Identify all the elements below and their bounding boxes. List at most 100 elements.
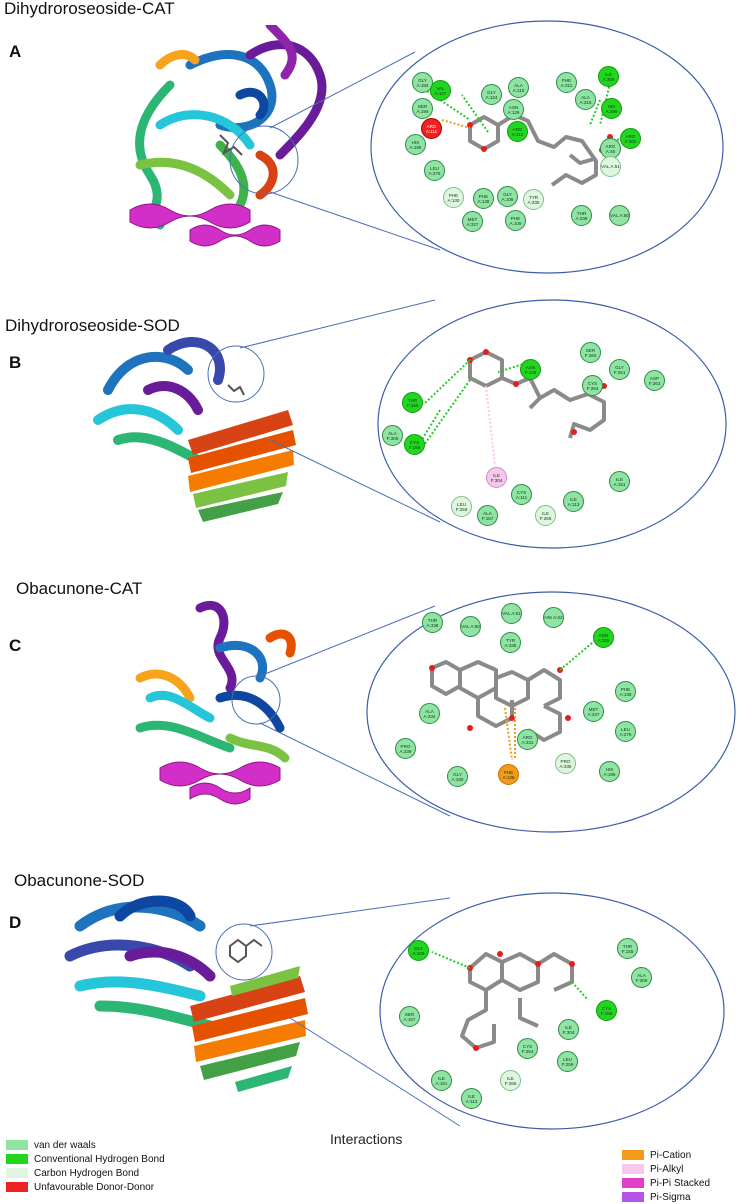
zoom-connector-c (231, 591, 736, 833)
panel-title: Obacunone-SOD (14, 871, 145, 890)
residue-node: VAL A:51 (600, 156, 621, 177)
residue-label: CYS F:264 (521, 1043, 534, 1054)
residue-label: MET A:327 (466, 216, 479, 227)
residue-label: ILE A:309 (602, 71, 615, 82)
residue-node: MET A:327 (583, 701, 604, 722)
residue-label: ALA A:110 (512, 82, 525, 93)
protein-ribbon-d (64, 895, 308, 1092)
residue-label: TYR A:335 (504, 637, 517, 648)
panel-title: Dihydroroseoside-SOD (5, 316, 180, 335)
residue-node: VAL A:51 (501, 603, 522, 624)
residue-node: THR A:338 (571, 205, 592, 226)
residue-node: CYS F:264 (582, 375, 603, 396)
residue-node: ASP F:262 (644, 370, 665, 391)
residue-label: ALA A:318 (579, 94, 592, 105)
residue-label: PHE A:138 (619, 686, 632, 697)
residue-label: HIS A:195 (409, 139, 422, 150)
residue-node: ASN A:129 (503, 99, 524, 120)
residue-node: CYS F:156 (404, 434, 425, 455)
residue-label: HIS A:299 (605, 103, 618, 114)
residue-node: GLY A:109 (408, 940, 429, 961)
residue-label: CYS F:156 (408, 439, 421, 450)
legend-item: Carbon Hydrogen Bond (6, 1166, 165, 1180)
panel-letter: B (9, 353, 22, 372)
protein-ribbon-c (135, 600, 296, 805)
legend-swatch (6, 1154, 28, 1164)
residue-label: LEU F:259 (455, 501, 468, 512)
residue-label: ILE F:266 (504, 1075, 517, 1086)
legend-swatch (6, 1168, 28, 1178)
legend-label: Unfavourable Donor-Donor (34, 1181, 155, 1193)
residue-label: ARG A:112 (511, 126, 524, 137)
residue-node: ALA F:305 (382, 425, 403, 446)
residue-label: THR A:338 (575, 210, 588, 221)
legend-label: Pi-Sigma (650, 1191, 691, 1203)
residue-label: LEU A:276 (619, 726, 632, 737)
residue-node: ARG A:331 (517, 729, 538, 750)
residue-node: SER A:194 (412, 98, 433, 119)
residue-label: ILE A:113 (465, 1093, 478, 1104)
residue-node: HIS A:195 (599, 761, 620, 782)
residue-node: ILE A:151 (431, 1070, 452, 1091)
residue-node: ALA A:318 (575, 89, 596, 110)
residue-node: LEU A:276 (615, 721, 636, 742)
residue-label: ILE A:151 (613, 476, 626, 487)
legend-right: Pi-Cation Pi-Alkyl Pi-Pi Stacked Pi-Sigm… (622, 1148, 710, 1204)
residue-label: PHE A:130 (447, 192, 460, 203)
residue-label: HIS A:195 (603, 766, 616, 777)
residue-node: PHE A:138 (473, 188, 494, 209)
legend-swatch (622, 1150, 644, 1160)
residue-label: CYS F:264 (586, 380, 599, 391)
residue-node: ILE F:266 (500, 1070, 521, 1091)
legend-item: van der waals (6, 1138, 165, 1152)
residue-label: ARG A:111 (425, 123, 438, 134)
residue-label: ASN A:325 (597, 632, 610, 643)
residue-label: GLY A:330 (451, 771, 464, 782)
residue-node: ASN F:139 (520, 359, 541, 380)
residue-node: ILE F:304 (558, 1019, 579, 1040)
residue-node: ARG A:111 (421, 118, 442, 139)
panel-c: Obacunone-CAT C (0, 578, 738, 868)
residue-label: ALA F:157 (481, 510, 494, 521)
residue-node: THR A:338 (422, 612, 443, 633)
legend-item: Pi-Sigma (622, 1190, 710, 1204)
residue-label: ILE F:304 (490, 472, 503, 483)
panel-b: Dihydroroseoside-SOD B (0, 290, 738, 550)
residue-node: HIS A:299 (601, 98, 622, 119)
residue-node: GLY A:124 (481, 84, 502, 105)
legend-label: Conventional Hydrogen Bond (34, 1153, 165, 1165)
residue-node: TYR A:335 (523, 189, 544, 210)
residue-node: CYS A:111 (511, 484, 532, 505)
residue-label: SER A:194 (416, 103, 429, 114)
residue-label: THR F:155 (406, 397, 419, 408)
residue-label: ARG A:302 (624, 133, 637, 144)
zoom-connector-d (215, 892, 725, 1130)
residue-node: PHE A:138 (615, 681, 636, 702)
residue-node: PHE A:130 (443, 187, 464, 208)
residue-node: ILE A:151 (609, 471, 630, 492)
panel-letter: D (9, 913, 22, 932)
residue-node: PRO A:335 (555, 753, 576, 774)
residue-node: ARG A:112 (507, 121, 528, 142)
residue-label: THR A:338 (426, 617, 439, 628)
residue-node: VAL A:50 (609, 205, 630, 226)
legend-swatch (622, 1164, 644, 1174)
residue-node: GLY A:108 (497, 186, 518, 207)
residue-node: LEU A:276 (424, 160, 445, 181)
ligand-a (468, 113, 598, 187)
legend-item: Pi-Pi Stacked (622, 1176, 710, 1190)
legend-label: Pi-Pi Stacked (650, 1177, 711, 1189)
residue-node: MET A:327 (462, 211, 483, 232)
residue-node: ALA F:157 (477, 505, 498, 526)
residue-label: GLY A:108 (501, 191, 514, 202)
residue-node: HIS A:52 (543, 607, 564, 628)
residue-label: GLY A:109 (412, 945, 425, 956)
legend-item: Pi-Cation (622, 1148, 710, 1162)
residue-node: ILE F:304 (486, 467, 507, 488)
residue-node: ARG A:45 (600, 138, 621, 159)
residue-label: PRO A:335 (559, 758, 572, 769)
legend-title: Interactions (330, 1131, 403, 1147)
residue-label: CYS A:111 (515, 489, 528, 500)
protein-ribbon-b (93, 336, 296, 522)
residue-label: ALA A:334 (423, 708, 436, 719)
